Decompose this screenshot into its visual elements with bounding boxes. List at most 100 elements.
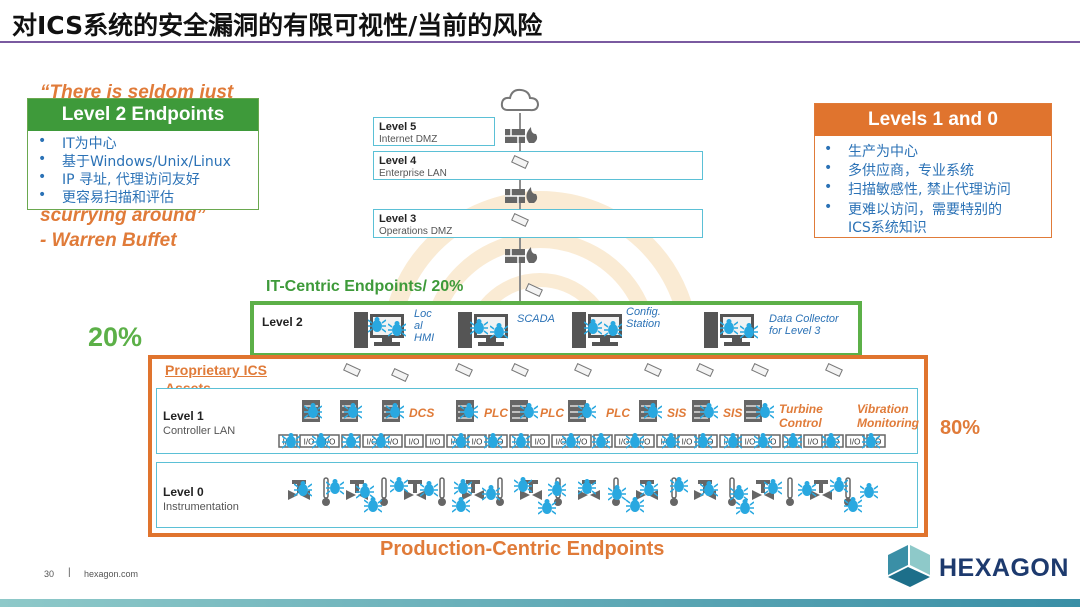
bug-icon	[454, 479, 472, 495]
bug-icon	[470, 319, 488, 335]
bug-icon	[390, 477, 408, 493]
io-label: I/O	[304, 438, 315, 447]
bug-icon	[798, 481, 816, 497]
thermometer-icon	[380, 477, 388, 506]
vibration-monitoring-label-1: Vibration	[857, 402, 909, 416]
bug-icon	[368, 317, 386, 333]
firewall-icon	[505, 187, 538, 203]
bug-icon	[386, 403, 404, 419]
level4-sub: Enterprise LAN	[379, 168, 447, 179]
bug-icon	[724, 433, 742, 449]
local-hmi-label-2: al	[414, 320, 423, 332]
bug-icon	[578, 403, 596, 419]
bug-icon	[740, 323, 758, 339]
production-centric-title: Production-Centric Endpoints	[380, 538, 665, 560]
page-number: 30	[44, 569, 55, 579]
io-label: I/O	[850, 438, 861, 447]
io-label: I/O	[388, 438, 399, 447]
io-label: I/O	[472, 438, 483, 447]
level2-bullet: IP 寻址, 代理访问友好	[38, 169, 200, 189]
plc-label: PLC	[606, 406, 630, 420]
levels10-bullet: 生产为中心	[824, 141, 918, 161]
brand-name: HEXAGON	[939, 554, 1069, 582]
bug-icon	[342, 433, 360, 449]
bug-icon	[694, 433, 712, 449]
quote-author: - Warren Buffet	[40, 230, 177, 251]
thermometer-icon	[786, 477, 794, 506]
bug-icon	[604, 321, 622, 337]
bug-icon	[364, 497, 382, 513]
quote-line-2: scurrying around”	[40, 205, 206, 226]
bug-icon	[388, 321, 406, 337]
bug-icon	[514, 477, 532, 493]
title-underline	[0, 41, 1080, 43]
levels10-bullet: 扫描敏感性, 禁止代理访问	[824, 179, 1011, 199]
bug-icon	[662, 433, 680, 449]
bug-icon	[756, 403, 774, 419]
bug-icon	[626, 433, 644, 449]
uplink-wire	[519, 113, 521, 303]
bug-icon	[844, 497, 862, 513]
bug-icon	[764, 479, 782, 495]
level2-bullet: IT为中心	[38, 133, 117, 153]
bug-icon	[512, 433, 530, 449]
io-label: I/O	[535, 438, 546, 447]
bug-icon	[862, 433, 880, 449]
level2-endpoints-heading: Level 2 Endpoints	[28, 99, 258, 131]
bug-icon	[452, 433, 470, 449]
io-label: I/O	[745, 438, 756, 447]
level5-name: Level 5	[379, 121, 417, 133]
bug-icon	[420, 481, 438, 497]
valve-icon	[752, 480, 774, 500]
bug-icon	[344, 403, 362, 419]
io-module-icon: I/O	[425, 434, 445, 448]
level2-bullet: 基于Windows/Unix/Linux	[38, 151, 231, 171]
bug-icon	[584, 319, 602, 335]
turbine-control-label-1: Turbine	[779, 402, 823, 416]
bug-icon	[562, 433, 580, 449]
bug-icon	[312, 433, 330, 449]
bug-icon	[490, 323, 508, 339]
sis-label: SIS	[723, 406, 743, 420]
bug-icon	[282, 433, 300, 449]
io-label: I/O	[682, 438, 693, 447]
scada-label: SCADA	[517, 313, 555, 325]
level0-sub: Instrumentation	[163, 501, 239, 513]
bug-icon	[720, 319, 738, 335]
plc-label: PLC	[484, 406, 508, 420]
bug-icon	[460, 403, 478, 419]
bug-icon	[700, 403, 718, 419]
io-label: I/O	[619, 438, 630, 447]
io-label: I/O	[409, 438, 420, 447]
level3-sub: Operations DMZ	[379, 226, 453, 237]
levels-1-0-heading: Levels 1 and 0	[815, 104, 1051, 136]
bug-icon	[670, 477, 688, 493]
bug-icon	[304, 403, 322, 419]
bug-icon	[830, 477, 848, 493]
level4-name: Level 4	[379, 155, 417, 167]
valve-icon	[462, 480, 484, 500]
sis-label: SIS	[667, 406, 687, 420]
it-centric-title: IT-Centric Endpoints/ 20%	[266, 278, 464, 295]
level2-name: Level 2	[262, 315, 303, 329]
level2-bullet: 更容易扫描和评估	[38, 187, 174, 207]
dcs-label: DCS	[409, 406, 435, 420]
vibration-monitoring-label-2: Monitoring	[857, 416, 919, 430]
bug-icon	[520, 403, 538, 419]
bug-icon	[356, 483, 374, 499]
bug-icon	[294, 481, 312, 497]
level1-name: Level 1	[163, 409, 204, 423]
io-label: I/O	[577, 438, 588, 447]
levels-1-0-box: Levels 1 and 0 生产为中心 多供应商，专业系统 扫描敏感性, 禁止…	[814, 103, 1052, 238]
level4-box: Level 4 Enterprise LAN	[373, 151, 703, 180]
io-label: I/O	[556, 438, 567, 447]
io-module-icon: I/O	[404, 434, 424, 448]
firewall-icon	[505, 247, 538, 263]
hexagon-logo-icon	[888, 545, 930, 587]
io-module-icon: I/O	[845, 434, 865, 448]
level0-name: Level 0	[163, 485, 204, 499]
config-station-label-1: Config.	[626, 306, 661, 318]
level3-box: Level 3 Operations DMZ	[373, 209, 703, 238]
level1-sub: Controller LAN	[163, 425, 236, 437]
thermometer-icon	[438, 477, 446, 506]
